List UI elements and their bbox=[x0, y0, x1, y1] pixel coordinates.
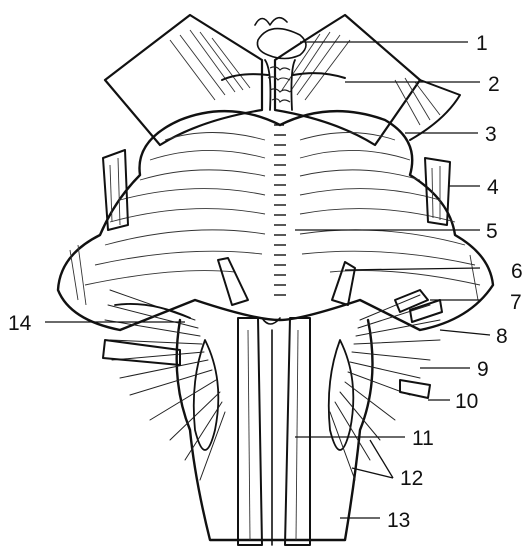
callout-11: 11 bbox=[412, 427, 434, 450]
rootlets-right bbox=[330, 290, 442, 480]
nerve-stumps-upper bbox=[103, 150, 450, 230]
callout-8: 8 bbox=[496, 325, 508, 348]
callout-13: 13 bbox=[387, 509, 410, 532]
callout-5: 5 bbox=[486, 220, 498, 243]
basilar-sulcus bbox=[274, 125, 286, 295]
callout-labels: 1 2 3 4 5 6 7 8 9 10 11 12 13 14 bbox=[8, 32, 523, 532]
callout-12: 12 bbox=[400, 467, 423, 490]
callout-6: 6 bbox=[511, 260, 523, 283]
medulla-oblongata bbox=[177, 318, 373, 545]
callout-4: 4 bbox=[487, 176, 499, 199]
abducens-nerves bbox=[218, 258, 355, 305]
interpeduncular-region bbox=[222, 18, 345, 110]
callout-2: 2 bbox=[488, 73, 500, 96]
callout-1: 1 bbox=[476, 32, 488, 55]
callout-9: 9 bbox=[477, 358, 489, 381]
callout-14: 14 bbox=[8, 312, 32, 335]
callout-10: 10 bbox=[455, 390, 478, 413]
callout-7: 7 bbox=[510, 291, 522, 314]
rootlets-left bbox=[103, 290, 225, 480]
callout-3: 3 bbox=[485, 123, 497, 146]
